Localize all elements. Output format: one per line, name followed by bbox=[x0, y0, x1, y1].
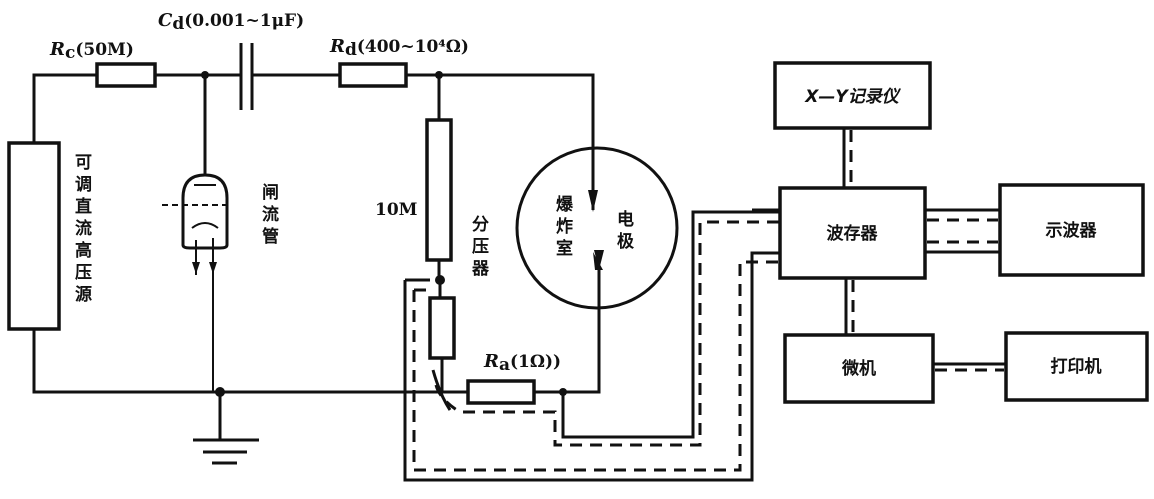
microcomputer-label: 微机 bbox=[841, 358, 876, 379]
svg-text:室: 室 bbox=[556, 238, 573, 259]
svg-text:压: 压 bbox=[75, 263, 92, 283]
svg-text:管: 管 bbox=[262, 226, 279, 247]
svg-text:压: 压 bbox=[472, 237, 489, 257]
wire-ra-electrode bbox=[534, 270, 601, 394]
oscilloscope-label: 示波器 bbox=[1046, 220, 1098, 241]
cable-dash-outer bbox=[412, 260, 780, 472]
svg-text:流: 流 bbox=[262, 204, 279, 225]
wire-source-top bbox=[32, 73, 97, 143]
printer-box bbox=[1004, 331, 1149, 402]
resistor-divider-low bbox=[428, 296, 456, 360]
svg-text:极: 极 bbox=[617, 232, 634, 252]
svg-text:调: 调 bbox=[75, 175, 92, 195]
waveform-store-box bbox=[778, 186, 927, 280]
label-chamber: 爆 炸 室 bbox=[556, 195, 574, 259]
arrow-icon bbox=[192, 262, 200, 274]
thyratron-cathode bbox=[191, 222, 219, 229]
svg-text:爆: 爆 bbox=[556, 195, 574, 215]
svg-text:可: 可 bbox=[75, 153, 92, 173]
cable-bend bbox=[431, 369, 452, 411]
svg-text:电: 电 bbox=[617, 209, 634, 230]
svg-text:炸: 炸 bbox=[556, 216, 573, 237]
label-ra: Ra(1Ω)) bbox=[483, 351, 561, 375]
electrode-upper bbox=[588, 190, 598, 212]
label-electrode: 电 极 bbox=[617, 209, 634, 252]
printer-label: 打印机 bbox=[1051, 356, 1102, 377]
label-hv-source: 可 调 直 流 高 压 源 bbox=[75, 153, 92, 305]
svg-text:直: 直 bbox=[75, 196, 92, 217]
label-divider-10m: 10M bbox=[375, 200, 418, 220]
cable-dash-inner bbox=[434, 220, 780, 447]
label-rc: Rc(50M) bbox=[49, 39, 134, 63]
oscilloscope-box bbox=[998, 183, 1145, 277]
thyratron-leads bbox=[195, 238, 214, 392]
link-store-osc bbox=[925, 208, 1000, 254]
xy-recorder-label: X—Y记录仪 bbox=[804, 87, 901, 107]
svg-text:源: 源 bbox=[75, 284, 92, 305]
label-thyratron: 闸 流 管 bbox=[262, 182, 279, 247]
waveform-store-label: 波存器 bbox=[827, 223, 879, 244]
link-store-osc-dash bbox=[927, 218, 998, 244]
microcomputer-box bbox=[783, 333, 935, 404]
resistor-rd bbox=[338, 62, 408, 88]
hv-source-box bbox=[7, 141, 61, 331]
wire-bottom-ground bbox=[32, 329, 395, 394]
svg-text:高: 高 bbox=[75, 240, 92, 261]
svg-text:流: 流 bbox=[75, 218, 92, 239]
ground-icon bbox=[193, 392, 259, 465]
electrode-tip bbox=[593, 252, 603, 270]
electrode-lower bbox=[594, 250, 604, 270]
label-divider: 分 压 器 bbox=[471, 215, 490, 279]
capacitor-cd bbox=[239, 43, 254, 110]
label-rd: Rd(400~10⁴Ω) bbox=[329, 36, 469, 60]
resistor-ra bbox=[466, 379, 536, 405]
explosion-chamber bbox=[515, 146, 679, 310]
resistor-rc bbox=[95, 62, 157, 88]
arrow-icon bbox=[209, 262, 217, 274]
thyratron-tube bbox=[181, 173, 229, 250]
svg-text:闸: 闸 bbox=[262, 182, 279, 203]
cable-inner-line bbox=[561, 210, 780, 439]
svg-text:器: 器 bbox=[471, 259, 490, 279]
wire-rd-electrode bbox=[406, 73, 595, 210]
cable-outer-shield bbox=[403, 251, 780, 482]
xy-recorder-box bbox=[773, 61, 932, 130]
label-cd: Cd(0.001~1μF) bbox=[158, 10, 304, 34]
resistor-divider-10m bbox=[425, 118, 453, 262]
svg-text:分: 分 bbox=[472, 215, 489, 235]
